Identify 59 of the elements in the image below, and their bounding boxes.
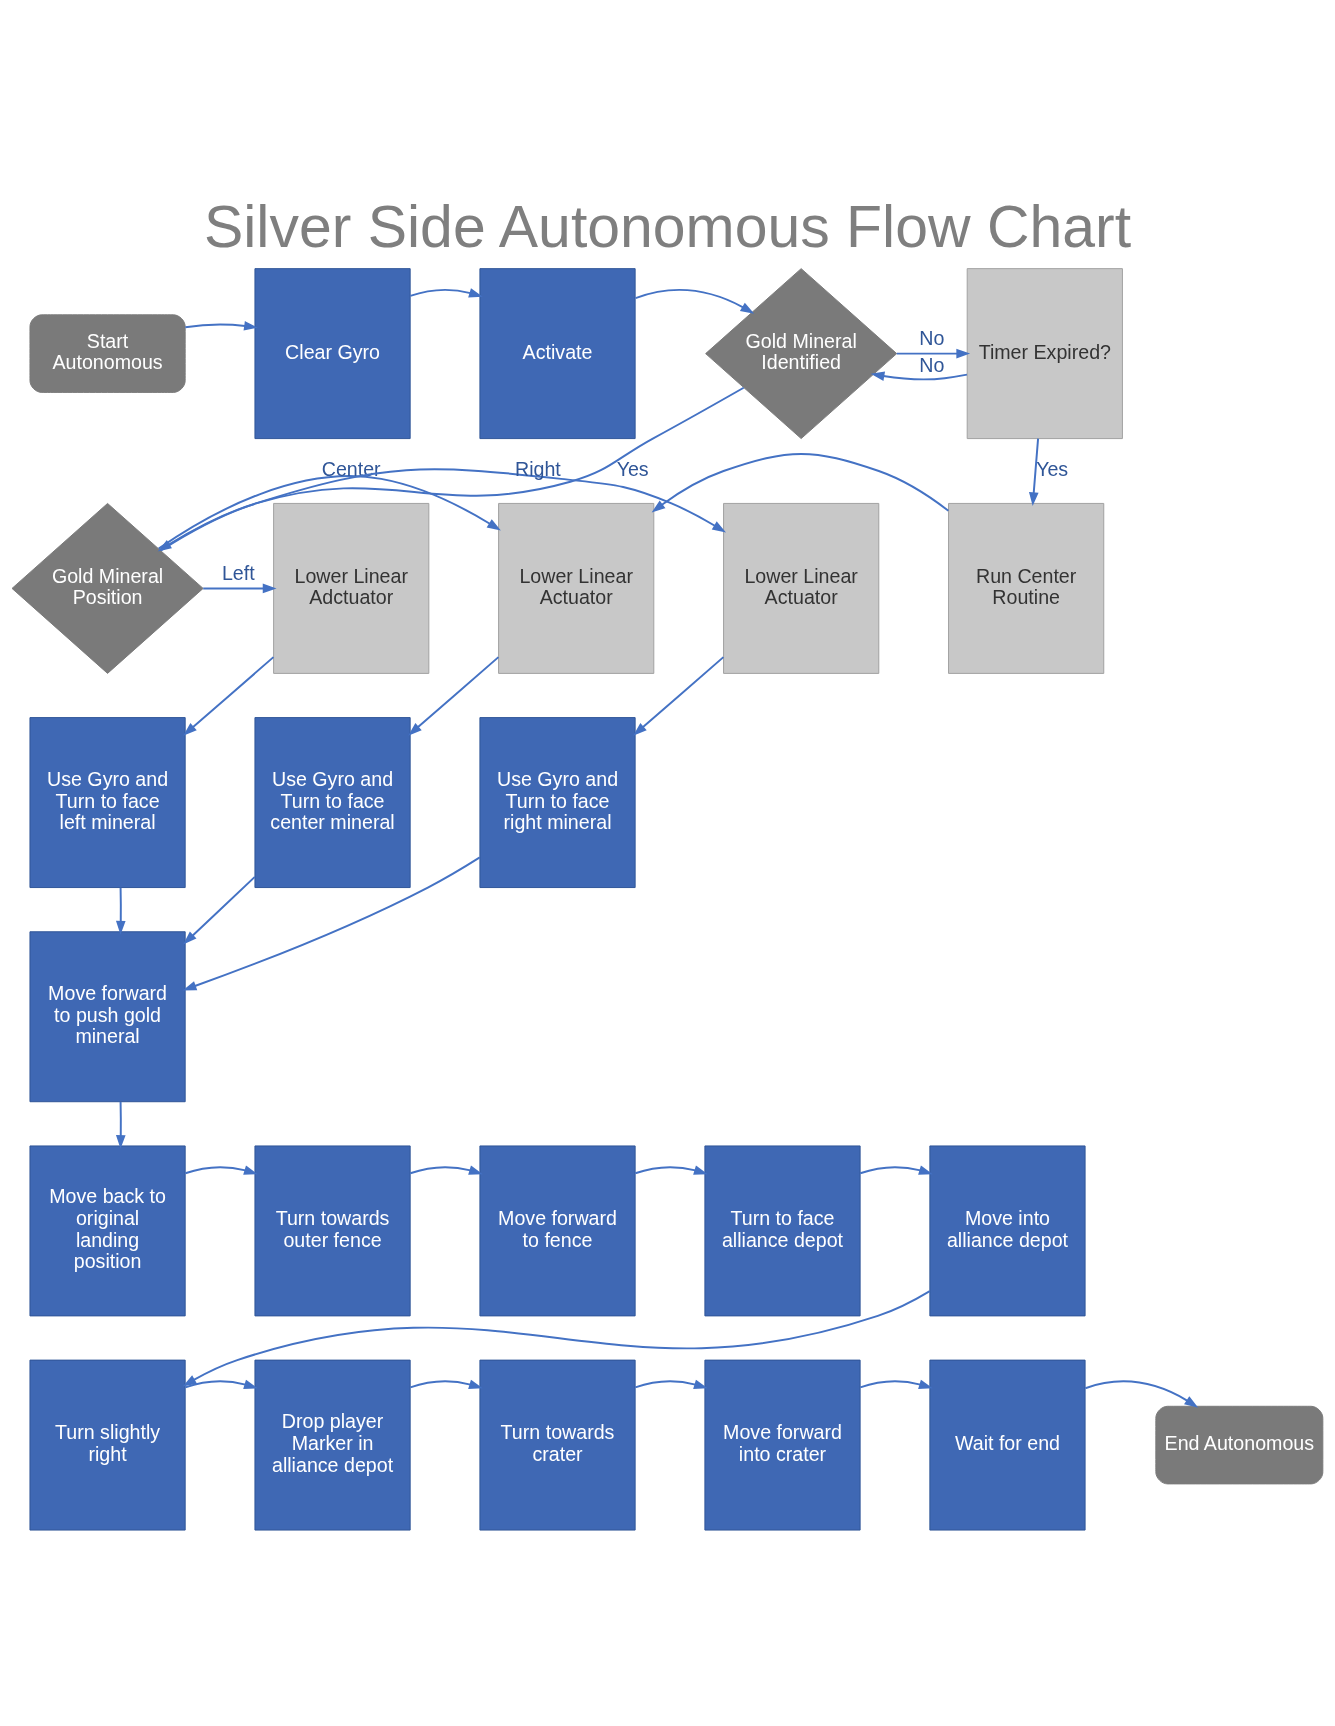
node-box: Lower Linear Actuator xyxy=(723,502,880,674)
node-box: Timer Expired? xyxy=(966,268,1123,440)
node-box: Run Center Routine xyxy=(948,502,1105,674)
edge-label: Yes xyxy=(1036,457,1069,480)
edge-label: No xyxy=(919,326,945,349)
arrow xyxy=(1084,1380,1199,1408)
arrow xyxy=(115,886,126,935)
arrow xyxy=(634,1379,708,1389)
arrow xyxy=(183,656,275,736)
arrow xyxy=(859,1165,933,1175)
node-box: Move forward to fence xyxy=(479,1145,636,1317)
node-box: Lower Linear Adctuator xyxy=(273,502,430,674)
arrow xyxy=(184,1165,258,1175)
arrow xyxy=(634,288,755,314)
node-box: Activate xyxy=(479,268,636,440)
arrow xyxy=(409,288,483,298)
node-box: Wait for end xyxy=(929,1359,1086,1531)
arrow xyxy=(183,875,256,945)
node-box: Use Gyro and Turn to face left mineral xyxy=(29,717,186,889)
arrow xyxy=(184,1379,258,1389)
node-box: Turn slightly right xyxy=(29,1359,186,1531)
edge-label: Center xyxy=(321,457,381,480)
edge-label: Left xyxy=(221,561,255,584)
edge-label: Yes xyxy=(616,457,649,480)
node-box: Use Gyro and Turn to face right mineral xyxy=(479,717,636,889)
node-box: Lower Linear Actuator xyxy=(498,502,655,674)
node-box: Turn towards crater xyxy=(479,1359,636,1531)
arrow xyxy=(859,1379,933,1389)
node-box: Move back to original landing position xyxy=(29,1145,186,1317)
diagram-title: Silver Side Autonomous Flow Chart xyxy=(203,194,1132,260)
node-box: Drop player Marker in alliance depot xyxy=(254,1359,411,1531)
node-box: Start Autonomous xyxy=(29,314,186,393)
node-box: Move into alliance depot xyxy=(929,1145,1086,1317)
arrow xyxy=(634,1165,708,1175)
arrow xyxy=(182,1290,931,1387)
node-box: Move forward into crater xyxy=(704,1359,861,1531)
arrow xyxy=(115,1100,126,1149)
node-box: End Autonomous xyxy=(1155,1405,1324,1485)
node-box: Turn to face alliance depot xyxy=(704,1145,861,1317)
node-box: Turn towards outer fence xyxy=(254,1145,411,1317)
edge-label: No xyxy=(919,354,945,377)
node-box: Move forward to push gold mineral xyxy=(29,931,186,1103)
arrow xyxy=(160,468,726,552)
arrow xyxy=(202,583,277,594)
arrow xyxy=(409,1379,483,1389)
arrow xyxy=(409,1165,483,1175)
node-diamond: Gold Mineral Position xyxy=(11,502,204,674)
arrow xyxy=(1028,437,1040,507)
arrow xyxy=(182,856,481,991)
arrow xyxy=(651,452,950,513)
arrow xyxy=(870,371,968,381)
node-box: Use Gyro and Turn to face center mineral xyxy=(254,717,411,889)
arrow xyxy=(633,656,725,736)
node-diamond: Gold Mineral Identified xyxy=(705,268,898,440)
arrow xyxy=(408,656,500,736)
node-box: Clear Gyro xyxy=(254,268,411,440)
arrow xyxy=(184,321,258,331)
arrow xyxy=(895,348,971,359)
edge-label: Right xyxy=(514,457,561,480)
